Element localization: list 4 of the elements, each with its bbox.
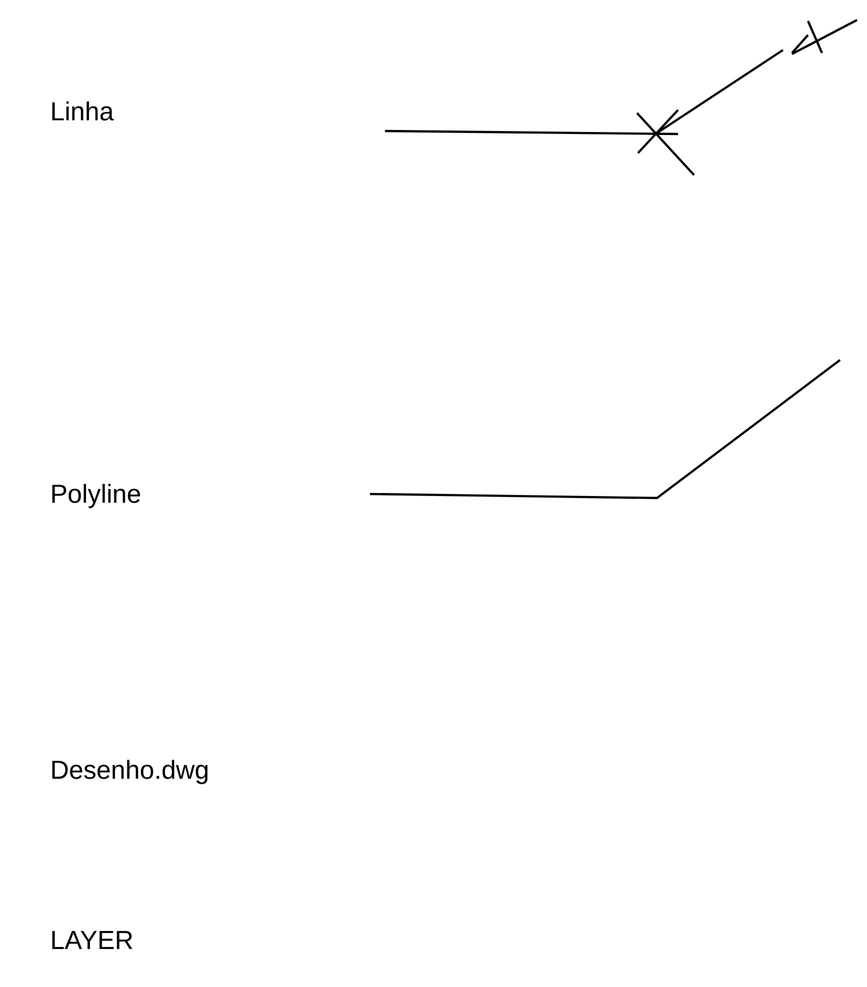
label: Polyline — [52, 484, 140, 508]
label: Desenho.dwg — [52, 760, 208, 784]
label: LAYER — [52, 931, 132, 949]
label: Linha — [52, 101, 114, 121]
